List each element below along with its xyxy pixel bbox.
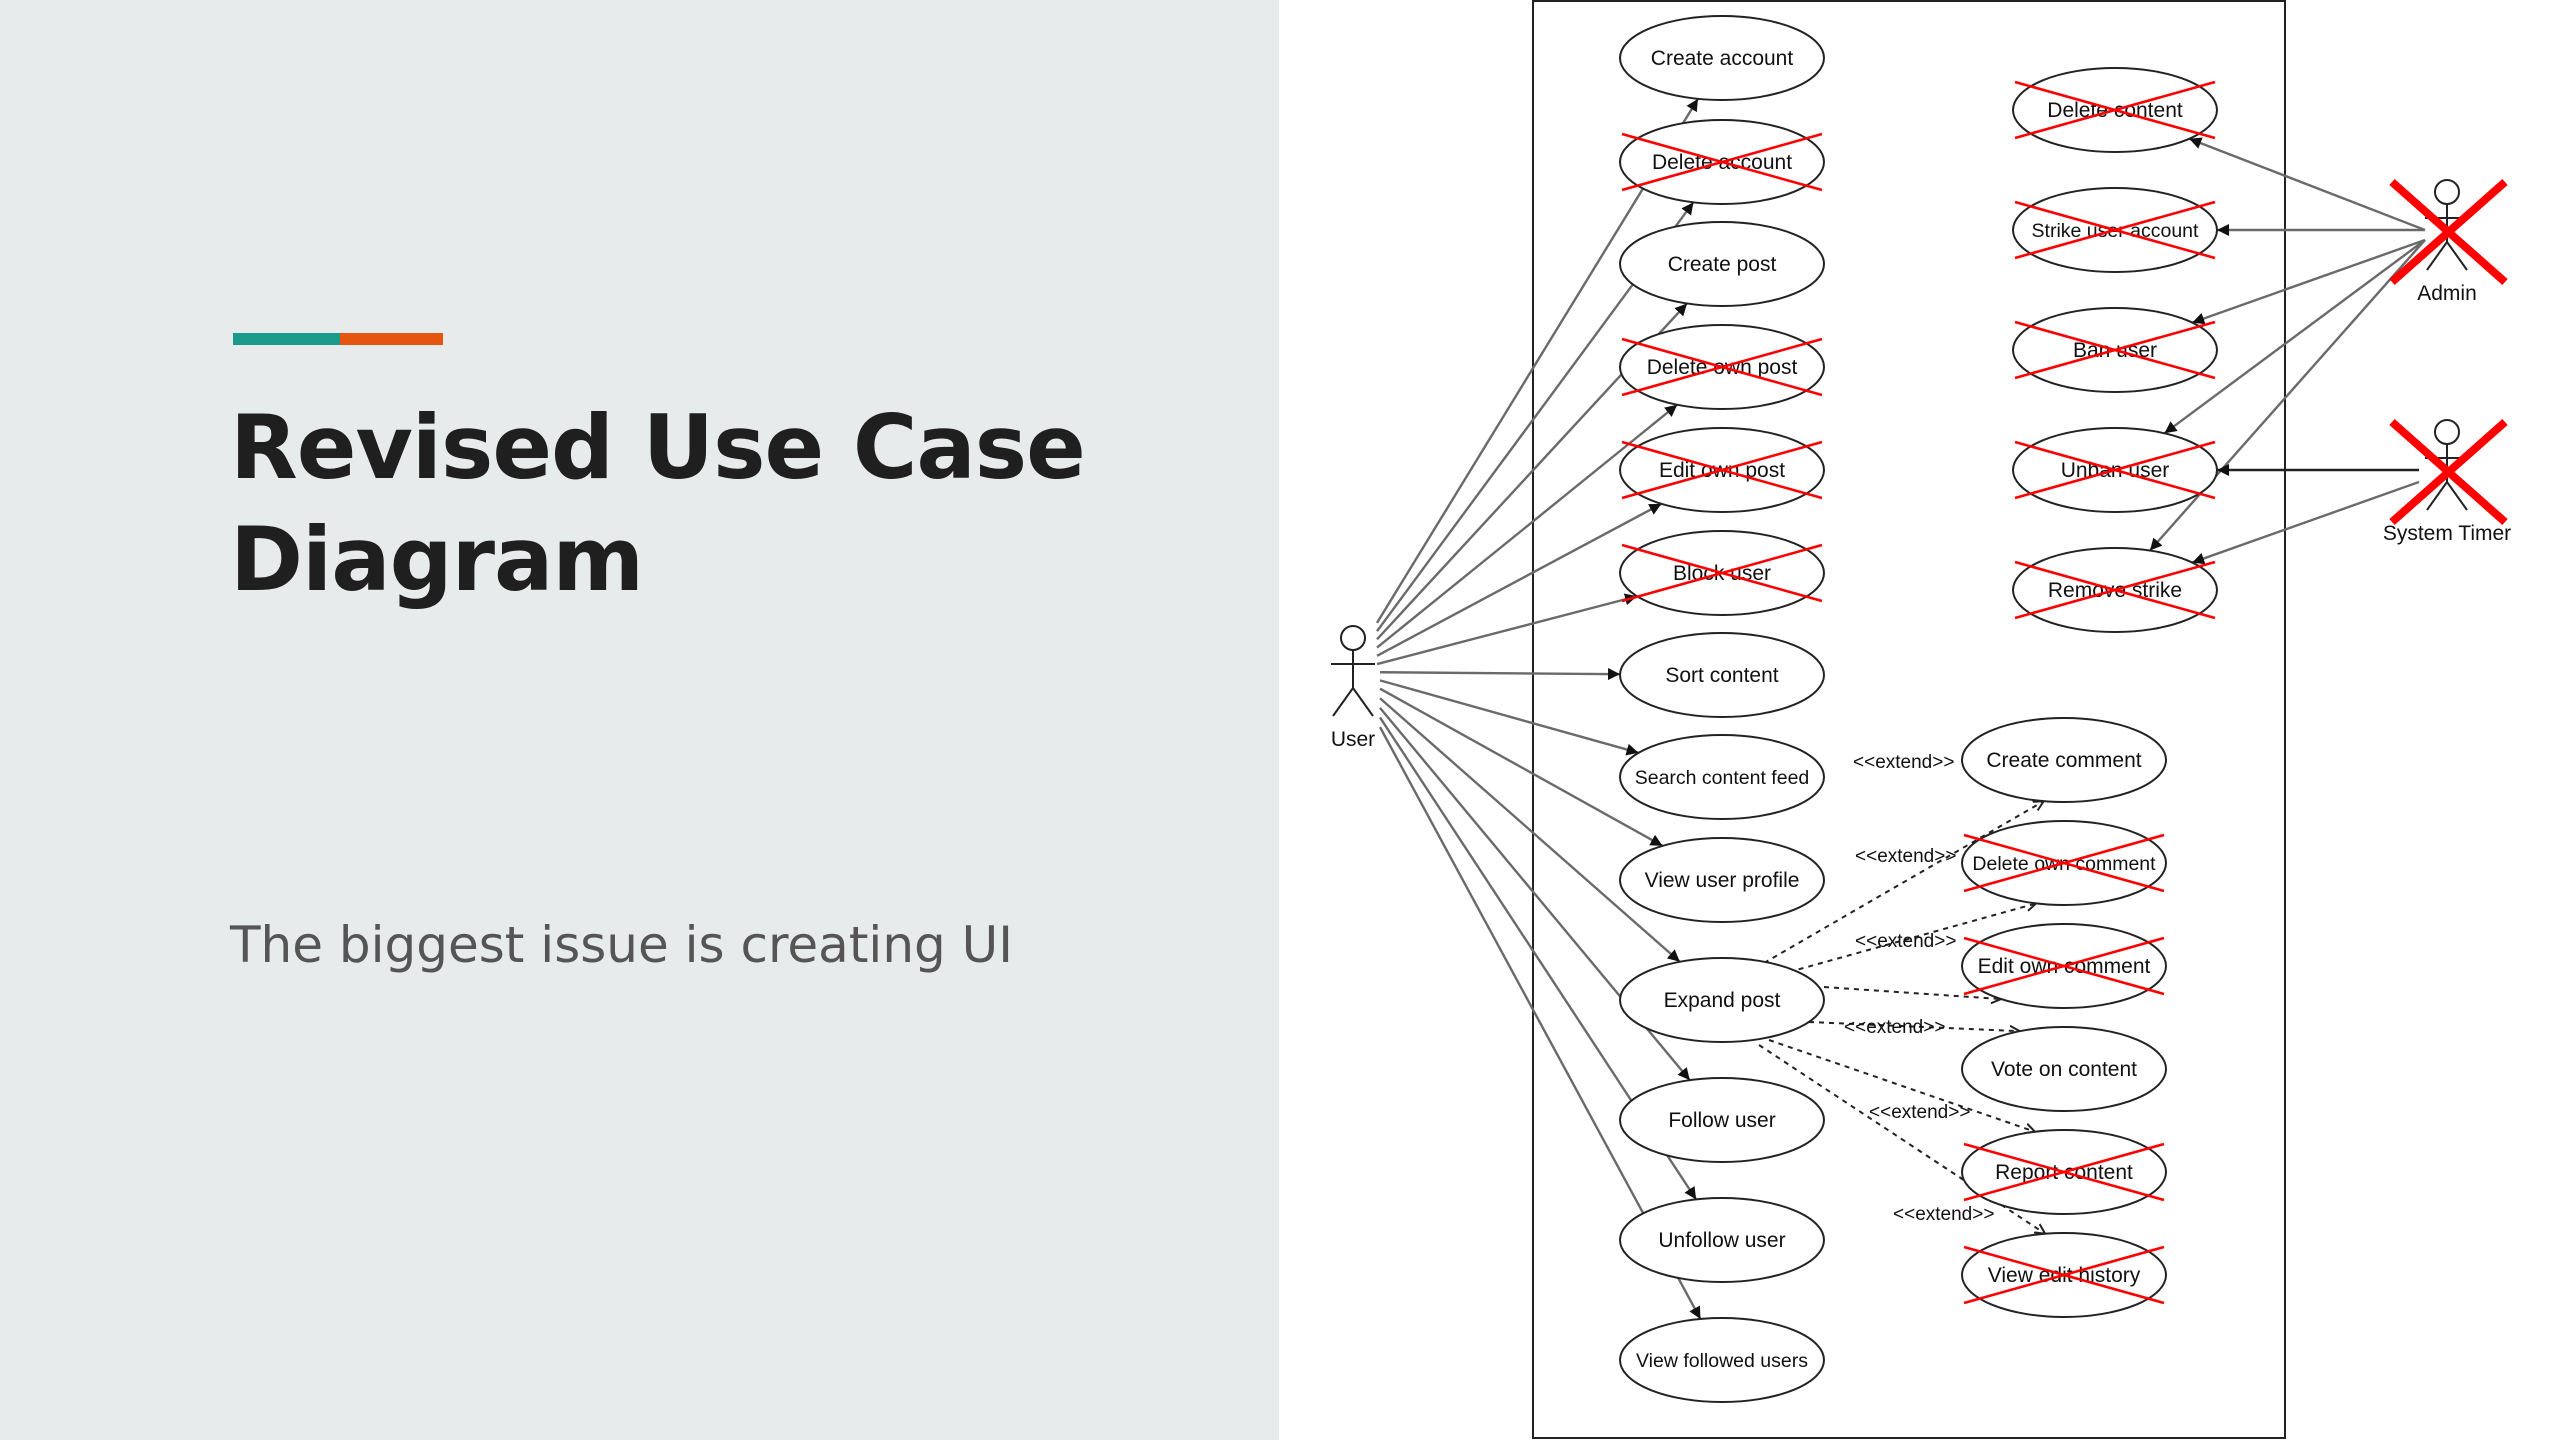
actor-admin-strike-cross [2389, 179, 2508, 285]
use-case-follow-user: Follow user [1619, 1077, 1825, 1163]
use-case-vote-on-content: Vote on content [1961, 1026, 2167, 1112]
use-case-report-content: Report content [1961, 1129, 2167, 1215]
extend-label: <<extend>> [1855, 846, 1956, 867]
use-case-label: Sort content [1665, 664, 1778, 687]
extend-label: <<extend>> [1893, 1204, 1994, 1225]
strike-cross [1963, 936, 2165, 996]
use-case-view-edit-history: View edit history [1961, 1232, 2167, 1318]
actor-admin: Admin [2389, 179, 2508, 305]
strike-cross [2014, 320, 2216, 380]
use-case-edit-own-post: Edit own post [1619, 427, 1825, 513]
use-case-delete-account: Delete account [1619, 119, 1825, 205]
use-case-create-account: Create account [1619, 15, 1825, 101]
actor-system-timer-label: System Timer [2383, 522, 2511, 545]
use-case-strike-user-account: Strike user account [2012, 187, 2218, 273]
actor-system-timer-strike-cross [2389, 419, 2508, 525]
use-case-label: Expand post [1664, 989, 1781, 1012]
use-case-delete-content: Delete content [2012, 67, 2218, 153]
extend-delete-own-comment [1788, 903, 2036, 973]
association-user-block-user [1376, 593, 1638, 666]
association-admin-unban-user [2163, 239, 2426, 435]
use-case-label: Follow user [1668, 1109, 1775, 1132]
use-case-label: Unfollow user [1658, 1229, 1785, 1252]
slide-subtitle: The biggest issue is creating UI [230, 916, 1013, 974]
use-case-label: Create account [1651, 47, 1794, 70]
extend-create-comment [1763, 801, 2044, 964]
use-case-diagram: <<extend>> <<extend>> <<extend>> <<extend>>… [1331, 0, 2511, 1439]
extend-view-edit-history [1758, 1044, 2045, 1234]
association-user-view-user-profile [1379, 687, 1664, 847]
strike-cross [1963, 833, 2165, 893]
use-case-view-followed-users: View followed users [1619, 1317, 1825, 1403]
use-case-expand-post: Expand post [1619, 957, 1825, 1043]
extend-report-content [1768, 1039, 2035, 1132]
use-case-delete-own-post: Delete own post [1619, 324, 1825, 410]
actor-system-timer: System Timer [2383, 419, 2511, 545]
association-user-delete-own-post [1376, 403, 1678, 649]
use-case-search-content-feed: Search content feed [1619, 734, 1825, 820]
strike-cross [2014, 80, 2216, 140]
use-case-edit-own-comment: Edit own comment [1961, 923, 2167, 1009]
strike-cross [1621, 543, 1823, 603]
strike-cross [1621, 337, 1823, 397]
association-admin-remove-strike [2149, 239, 2426, 552]
use-case-label: Create post [1668, 253, 1777, 276]
use-case-unfollow-user: Unfollow user [1619, 1197, 1825, 1283]
use-case-view-user-profile: View user profile [1619, 837, 1825, 923]
strike-cross [1963, 1245, 2165, 1305]
use-case-delete-own-comment: Delete own comment [1961, 820, 2167, 906]
actor-user-label: User [1331, 728, 1375, 751]
slide-left-panel: Revised Use Case Diagram The biggest iss… [0, 0, 1279, 1440]
extend-label: <<extend>> [1844, 1017, 1945, 1038]
association-system-timer-remove-strike [2191, 480, 2420, 565]
use-case-label: Search content feed [1635, 767, 1810, 789]
association-user-search-content-feed [1379, 679, 1639, 756]
use-case-label: View user profile [1645, 869, 1800, 892]
extend-label: <<extend>> [1855, 931, 1956, 952]
use-case-ban-user: Ban user [2012, 307, 2218, 393]
association-user-edit-own-post [1376, 502, 1663, 657]
use-case-create-post: Create post [1619, 221, 1825, 307]
use-case-sort-content: Sort content [1619, 632, 1825, 718]
extend-label: <<extend>> [1869, 1102, 1970, 1123]
use-case-create-comment: Create comment [1961, 717, 2167, 803]
strike-cross [2014, 560, 2216, 620]
title-accent-bar-teal [233, 333, 340, 345]
slide-title: Revised Use Case Diagram [230, 396, 1086, 611]
actor-user: User [1331, 625, 1375, 751]
title-accent-bar-orange [340, 333, 443, 345]
association-admin-ban-user [2191, 238, 2426, 325]
strike-cross [2014, 200, 2216, 260]
use-case-label: Vote on content [1991, 1058, 2137, 1081]
association-admin-delete-content [2188, 137, 2426, 232]
use-case-label: Create comment [1986, 749, 2141, 772]
use-case-label: View followed users [1636, 1350, 1808, 1372]
strike-cross [1963, 1142, 2165, 1202]
strike-cross [1621, 132, 1823, 192]
strike-cross [1621, 440, 1823, 500]
extend-label: <<extend>> [1853, 752, 1954, 773]
use-case-block-user: Block user [1619, 530, 1825, 616]
use-case-remove-strike: Remove strike [2012, 547, 2218, 633]
strike-cross [2014, 440, 2216, 500]
use-case-unban-user: Unban user [2012, 427, 2218, 513]
actor-admin-label: Admin [2417, 282, 2477, 305]
association-user-expand-post [1379, 697, 1681, 963]
association-user-sort-content [1379, 668, 1621, 681]
